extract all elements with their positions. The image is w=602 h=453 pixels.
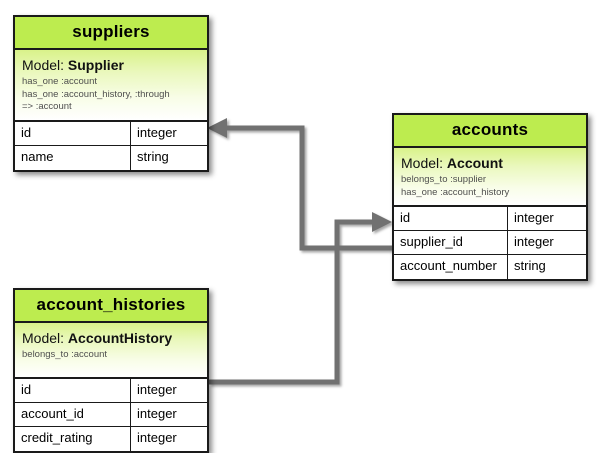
attribute-name: id: [394, 207, 508, 230]
entity-accounts[interactable]: accounts Model: Account belongs_to :supp…: [392, 113, 588, 281]
model-class-name: AccountHistory: [67, 330, 173, 346]
table-row[interactable]: account_number string: [394, 255, 586, 279]
attribute-type: string: [514, 258, 546, 273]
table-row[interactable]: id integer: [15, 379, 207, 403]
entity-suppliers[interactable]: suppliers Model: Supplier has_one :accou…: [13, 15, 209, 172]
arrowhead-into-suppliers-id: [207, 118, 227, 138]
entity-title-account-histories: account_histories: [15, 290, 207, 323]
model-name-account-histories: Model: AccountHistory: [22, 330, 200, 346]
attribute-name: credit_rating: [15, 427, 131, 451]
attribute-type: string: [137, 148, 169, 164]
association-line: belongs_to :supplier: [401, 174, 487, 185]
attribute-name: account_id: [15, 403, 131, 426]
attribute-type: integer: [137, 382, 177, 397]
entity-account-histories[interactable]: account_histories Model: AccountHistory …: [13, 288, 209, 453]
table-row[interactable]: id integer: [15, 121, 207, 146]
model-class-name: Supplier: [67, 57, 124, 73]
attribute-type: integer: [137, 430, 177, 445]
attribute-name: id: [15, 121, 131, 145]
relationship-connectors: [207, 118, 392, 385]
table-row[interactable]: supplier_id integer: [394, 231, 586, 255]
entity-title-accounts: accounts: [394, 115, 586, 148]
model-label: Model:: [22, 330, 65, 346]
connector-histories-to-accounts: [209, 219, 372, 385]
entity-model-accounts: Model: Account belongs_to :supplier has_…: [394, 148, 586, 207]
entity-title-suppliers: suppliers: [15, 17, 207, 50]
model-name-accounts: Model: Account: [401, 155, 579, 171]
model-label: Model:: [22, 57, 65, 73]
table-row[interactable]: credit_rating integer: [15, 427, 207, 451]
model-label: Model:: [401, 155, 444, 171]
model-name-suppliers: Model: Supplier: [22, 57, 200, 73]
attribute-name: supplier_id: [394, 231, 508, 254]
association-line: belongs_to :account: [22, 349, 108, 360]
model-class-name: Account: [446, 155, 503, 171]
table-row[interactable]: account_id integer: [15, 403, 207, 427]
attribute-name: name: [15, 145, 131, 170]
attribute-type: integer: [514, 210, 554, 225]
diagram-canvas: suppliers Model: Supplier has_one :accou…: [13, 15, 588, 453]
association-line: has_one :account_history: [401, 186, 510, 198]
association-line: => :account: [22, 101, 72, 112]
table-row[interactable]: name string: [15, 145, 207, 170]
attribute-name: id: [15, 379, 131, 402]
entity-model-suppliers: Model: Supplier has_one :account has_one…: [15, 50, 207, 122]
table-row[interactable]: id integer: [394, 207, 586, 231]
connector-accounts-to-suppliers: [227, 125, 392, 251]
association-line: has_one :account: [22, 76, 98, 87]
entity-model-account-histories: Model: AccountHistory belongs_to :accoun…: [15, 323, 207, 379]
attribute-type: integer: [137, 406, 177, 421]
association-line: has_one :account_history, :through: [22, 88, 170, 100]
arrowhead-into-accounts-id: [372, 212, 392, 232]
attribute-name: account_number: [394, 255, 508, 279]
attribute-type: integer: [514, 234, 554, 249]
attribute-type: integer: [137, 124, 177, 140]
